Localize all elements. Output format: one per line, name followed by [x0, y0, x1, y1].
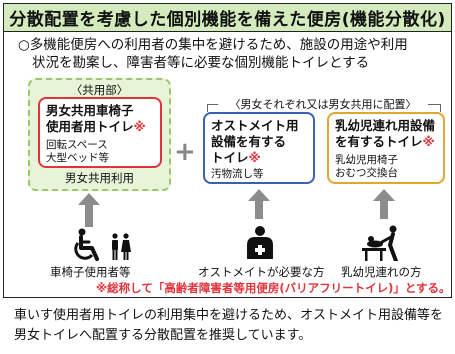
up-arrow-icon [373, 189, 395, 219]
wheelchair-toilet-card: 男女共用車椅子 使用者用トイレ※ 回転スペース 大型ベッド等 [38, 97, 162, 168]
infant-toilet-card: 乳幼児連れ用設備 を有するトイレ※ 乳幼児用椅子 おむつ交換台 [327, 112, 445, 184]
diagram-frame: 分散配置を考慮した個別機能を備えた便房(機能分散化) ○多機能便房への利用者の集… [3, 3, 452, 298]
wheelchair-card-detail-1: 回転スペース [46, 139, 108, 151]
ostomy-toilet-card: オストメイト用 設備を有する トイレ※ 汚物流し等 [203, 112, 315, 184]
intro-text: ○多機能便房への利用者の集中を避けるため、施設の用途や利用 状況を勘案し、障害者… [18, 36, 443, 72]
wheelchair-user-label: 車椅子使用者等 [50, 265, 131, 279]
intro-line-1: ○多機能便房への利用者の集中を避けるため、施設の用途や利用 [18, 37, 408, 53]
plus-sign: + [174, 137, 196, 167]
asterisk-mark: ※ [133, 119, 146, 134]
asterisk-mark: ※ [422, 134, 435, 149]
wheelchair-card-title-line-1: 男女共用車椅子 [46, 103, 134, 118]
infant-card-title-line-1: 乳幼児連れ用設備 [335, 118, 436, 133]
intro-line-2: 状況を勘案し、障害者等に必要な個別機能トイレとする [32, 55, 370, 71]
diagram-title: 分散配置を考慮した個別機能を備えた便房(機能分散化) [4, 4, 451, 32]
gender-bracket-label: 〈男女それぞれ又は男女共用に配置〉 [218, 96, 428, 112]
terminology-note: ※総称して「高齢者障害者等用便房(バリアフリートイレ)」とする。 [96, 281, 451, 295]
asterisk-mark: ※ [248, 150, 261, 165]
wheelchair-card-details: 回転スペース 大型ベッド等 [46, 139, 154, 165]
wheelchair-card-title: 男女共用車椅子 使用者用トイレ※ [46, 103, 154, 135]
ostomy-card-title-line-3: トイレ [211, 150, 249, 165]
ostomate-icon [247, 226, 273, 259]
up-arrow-icon [248, 189, 270, 219]
baby-changing-icon [362, 225, 398, 261]
infant-user-label: 乳幼児連れの方 [341, 265, 422, 279]
wheelchair-card-title-line-2: 使用者用トイレ [46, 119, 134, 134]
infant-card-detail-2: おむつ交換台 [335, 167, 398, 179]
wheelchair-icon [74, 228, 99, 261]
man-woman-icon [112, 233, 131, 260]
ostomy-card-title-line-1: オストメイト用 [211, 118, 299, 133]
caption: 車いす使用者用トイレの利用集中を避けるため、オストメイト用設備等を男女トイレへ配… [14, 308, 444, 343]
ostomy-card-detail: 汚物流し等 [211, 168, 264, 180]
infant-card-title: 乳幼児連れ用設備 を有するトイレ※ [335, 118, 437, 150]
infant-card-title-line-2: を有するトイレ [335, 134, 423, 149]
ostomy-card-title-line-2: 設備を有する [211, 134, 287, 149]
shared-area-label: 〈共用部〉 [70, 83, 129, 97]
infant-card-details: 乳幼児用椅子 おむつ交換台 [335, 154, 437, 180]
up-arrow-icon [78, 193, 100, 227]
ostomy-card-title: オストメイト用 設備を有する トイレ※ [211, 118, 307, 166]
ostomate-user-label: オストメイトが必要な方 [198, 265, 325, 279]
wheelchair-card-detail-2: 大型ベッド等 [46, 152, 109, 164]
infant-card-detail-1: 乳幼児用椅子 [335, 154, 398, 166]
shared-area-footer: 男女共用利用 [65, 171, 134, 185]
